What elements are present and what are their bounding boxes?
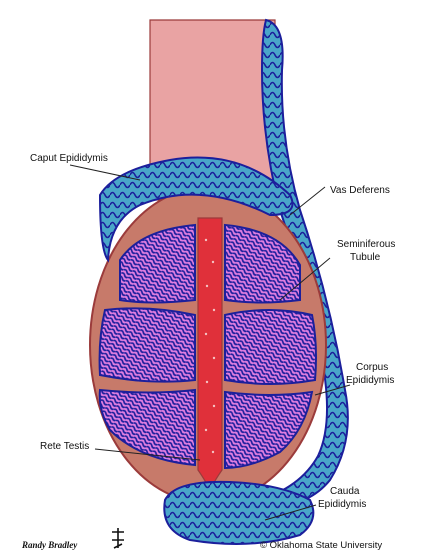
label-rete-testis: Rete Testis <box>40 441 89 452</box>
label-cauda-epididymis: Epididymis <box>318 499 366 510</box>
artist-credit: Randy Bradley <box>21 540 78 550</box>
label-corpus-epididymis: Epididymis <box>346 375 394 386</box>
label-vas-deferens: Vas Deferens <box>330 185 390 196</box>
artist-signature-mark <box>112 528 124 548</box>
label-corpus: Corpus <box>356 362 388 373</box>
label-caput-epididymis: Caput Epididymis <box>30 153 108 164</box>
testis-body <box>90 187 326 503</box>
cauda-epididymis <box>164 482 313 544</box>
label-cauda: Cauda <box>330 486 360 497</box>
rete-testis <box>198 218 222 490</box>
label-tubule: Tubule <box>350 252 381 263</box>
label-seminiferous: Seminiferous <box>337 239 395 250</box>
copyright-notice: © Oklahoma State University <box>260 540 382 551</box>
